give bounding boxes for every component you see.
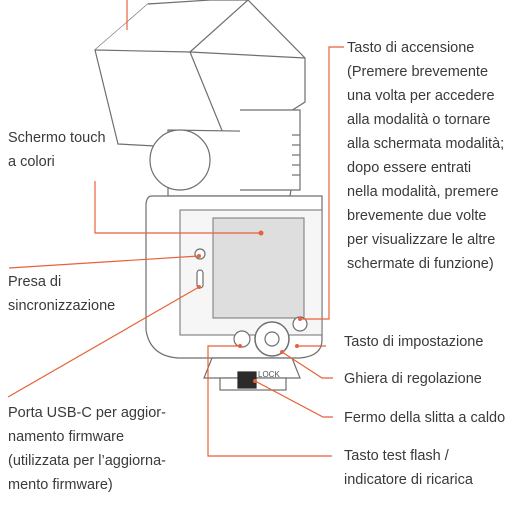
swivel-neck bbox=[149, 109, 301, 197]
label-test-button: Tasto test flash / indicatore di ricaric… bbox=[344, 448, 473, 488]
marker-hot-shoe-lock bbox=[253, 379, 257, 383]
label-hot-shoe-lock: Fermo della slitta a caldo bbox=[344, 410, 506, 426]
lock-text: LOCK bbox=[258, 370, 280, 379]
leader-sync-port bbox=[8, 255, 200, 269]
leader-usb-port bbox=[7, 286, 200, 398]
marker-usb-port bbox=[197, 285, 201, 289]
leader-test-button bbox=[207, 345, 332, 457]
label-sync-port: Presa di sincronizzazione bbox=[8, 274, 116, 314]
marker-dial bbox=[280, 350, 284, 354]
leader-dial bbox=[281, 351, 333, 379]
label-power-button: Tasto di accensione (Premere brevemente … bbox=[347, 40, 505, 272]
marker-test-button bbox=[238, 344, 242, 348]
marker-touch-screen bbox=[258, 230, 264, 236]
label-setting-button: Tasto di impostazione bbox=[344, 334, 484, 350]
label-usb-port: Porta USB-C per aggior- namento firmware… bbox=[8, 405, 166, 493]
marker-sync-port bbox=[197, 254, 201, 258]
leader-lines bbox=[7, 0, 344, 457]
leader-power-button bbox=[300, 46, 344, 320]
test-flash-button[interactable] bbox=[233, 330, 251, 348]
marker-power-button bbox=[298, 317, 302, 321]
dial-center-button[interactable] bbox=[264, 331, 280, 347]
marker-setting-button bbox=[295, 344, 299, 348]
label-dial: Ghiera di regolazione bbox=[344, 371, 482, 387]
leader-touch-screen bbox=[94, 181, 261, 234]
touch-screen[interactable] bbox=[212, 217, 305, 319]
hot-shoe bbox=[203, 357, 301, 391]
label-touch-screen: Schermo touch a colori bbox=[8, 130, 106, 170]
leader-hot-shoe-lock bbox=[254, 380, 333, 418]
